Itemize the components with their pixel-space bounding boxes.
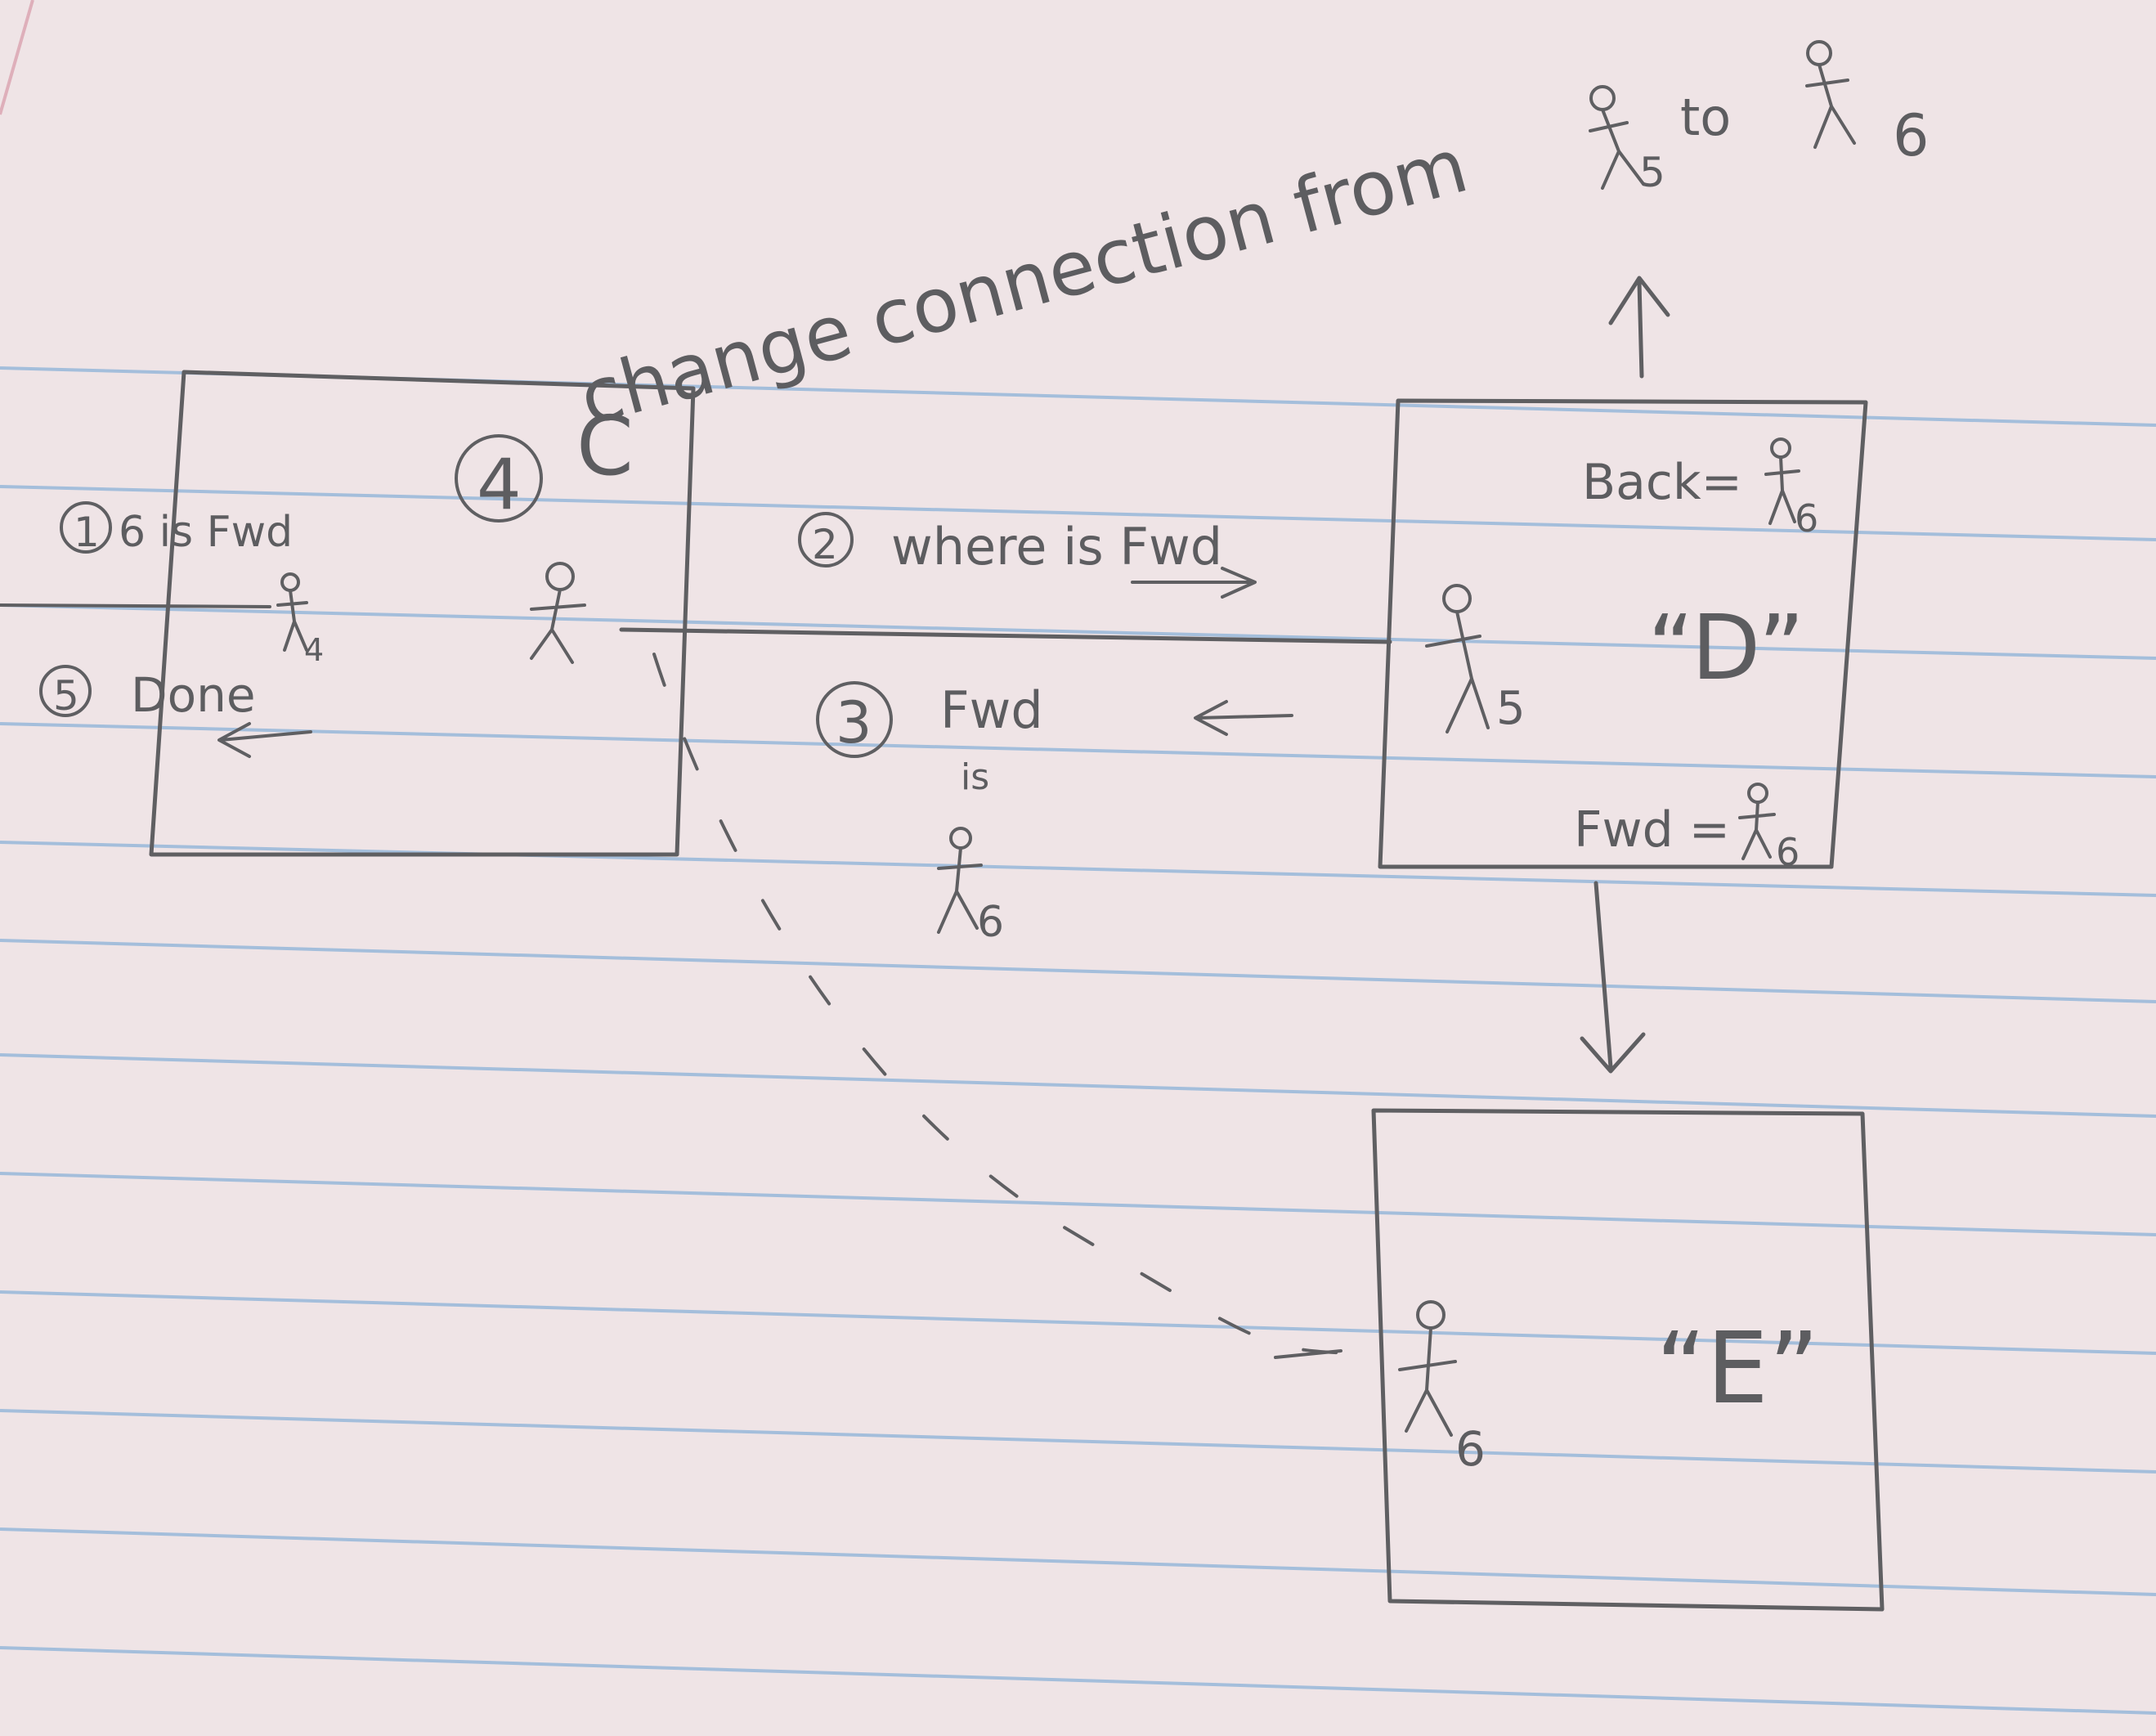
down-arrow-icon: [1580, 881, 1646, 1074]
box-e-connector-dash: [1274, 1349, 1342, 1359]
step-3-node: 6: [977, 898, 1004, 947]
step-3-text-line2: is: [961, 756, 989, 798]
title-joiner: to: [1680, 87, 1731, 147]
box-e-node: 6: [1455, 1421, 1486, 1477]
box-c: [149, 370, 696, 857]
box-e-figure: [1398, 1300, 1457, 1437]
box-d-back-node: 6: [1795, 496, 1818, 541]
step-3-message: 3 Fwd is: [816, 680, 1043, 798]
title-node-to-figure: [1805, 40, 1856, 149]
step-5-text: Done: [131, 667, 256, 723]
box-c-circled-number-text: 4: [477, 444, 522, 526]
step-3-arrow-icon: [1194, 700, 1293, 736]
step-5-note: 5 Done: [39, 665, 256, 723]
step-5-number: 5: [53, 672, 79, 720]
box-c-figure: [530, 562, 586, 664]
box-d-label: “D”: [1647, 595, 1804, 700]
step-1-note: 1 6 is Fwd: [60, 501, 293, 557]
left-separator: [0, 603, 271, 608]
box-d-back-figure: [1764, 437, 1800, 525]
step-1-small-figure: [276, 572, 308, 652]
title-node-from-subscript: 5: [1639, 149, 1665, 196]
step-1-text: 6 is Fwd: [119, 508, 293, 557]
ruled-lines: [0, 366, 2156, 1715]
title-node-from-figure: [1589, 85, 1645, 190]
dashed-connection-curve: [652, 653, 1351, 1355]
box-e-label: “E”: [1656, 1312, 1819, 1426]
step-2-arrow-icon: [1131, 567, 1257, 599]
box-c-circled-number: 4: [455, 434, 543, 526]
box-d-fwd-node: 6: [1776, 830, 1800, 874]
step-2-message: 2 where is Fwd: [798, 512, 1222, 576]
box-d-fwd-label: Fwd =: [1574, 801, 1730, 859]
step-3-text: Fwd: [940, 680, 1043, 740]
step-3-figure: [937, 827, 983, 934]
box-d: [1378, 398, 1868, 869]
box-e: [1371, 1108, 1885, 1612]
margin-line: [0, 0, 34, 115]
step-5-arrow-icon: [217, 722, 312, 758]
up-arrow-icon: [1608, 276, 1670, 379]
box-d-fwd-figure: [1738, 783, 1776, 860]
step-1-small-node: 4: [304, 632, 324, 668]
step-2-text: where is Fwd: [891, 517, 1222, 576]
step-2-number: 2: [812, 521, 838, 568]
box-d-figure: [1425, 584, 1490, 733]
box-d-back-label: Back=: [1582, 454, 1742, 511]
step-3-number: 3: [836, 689, 872, 756]
box-c-letter: C: [576, 398, 634, 494]
title-node-to-subscript: 6: [1893, 102, 1930, 169]
step-1-number: 1: [74, 509, 100, 556]
box-d-node: 5: [1496, 682, 1526, 735]
connection-line: [619, 627, 1392, 644]
